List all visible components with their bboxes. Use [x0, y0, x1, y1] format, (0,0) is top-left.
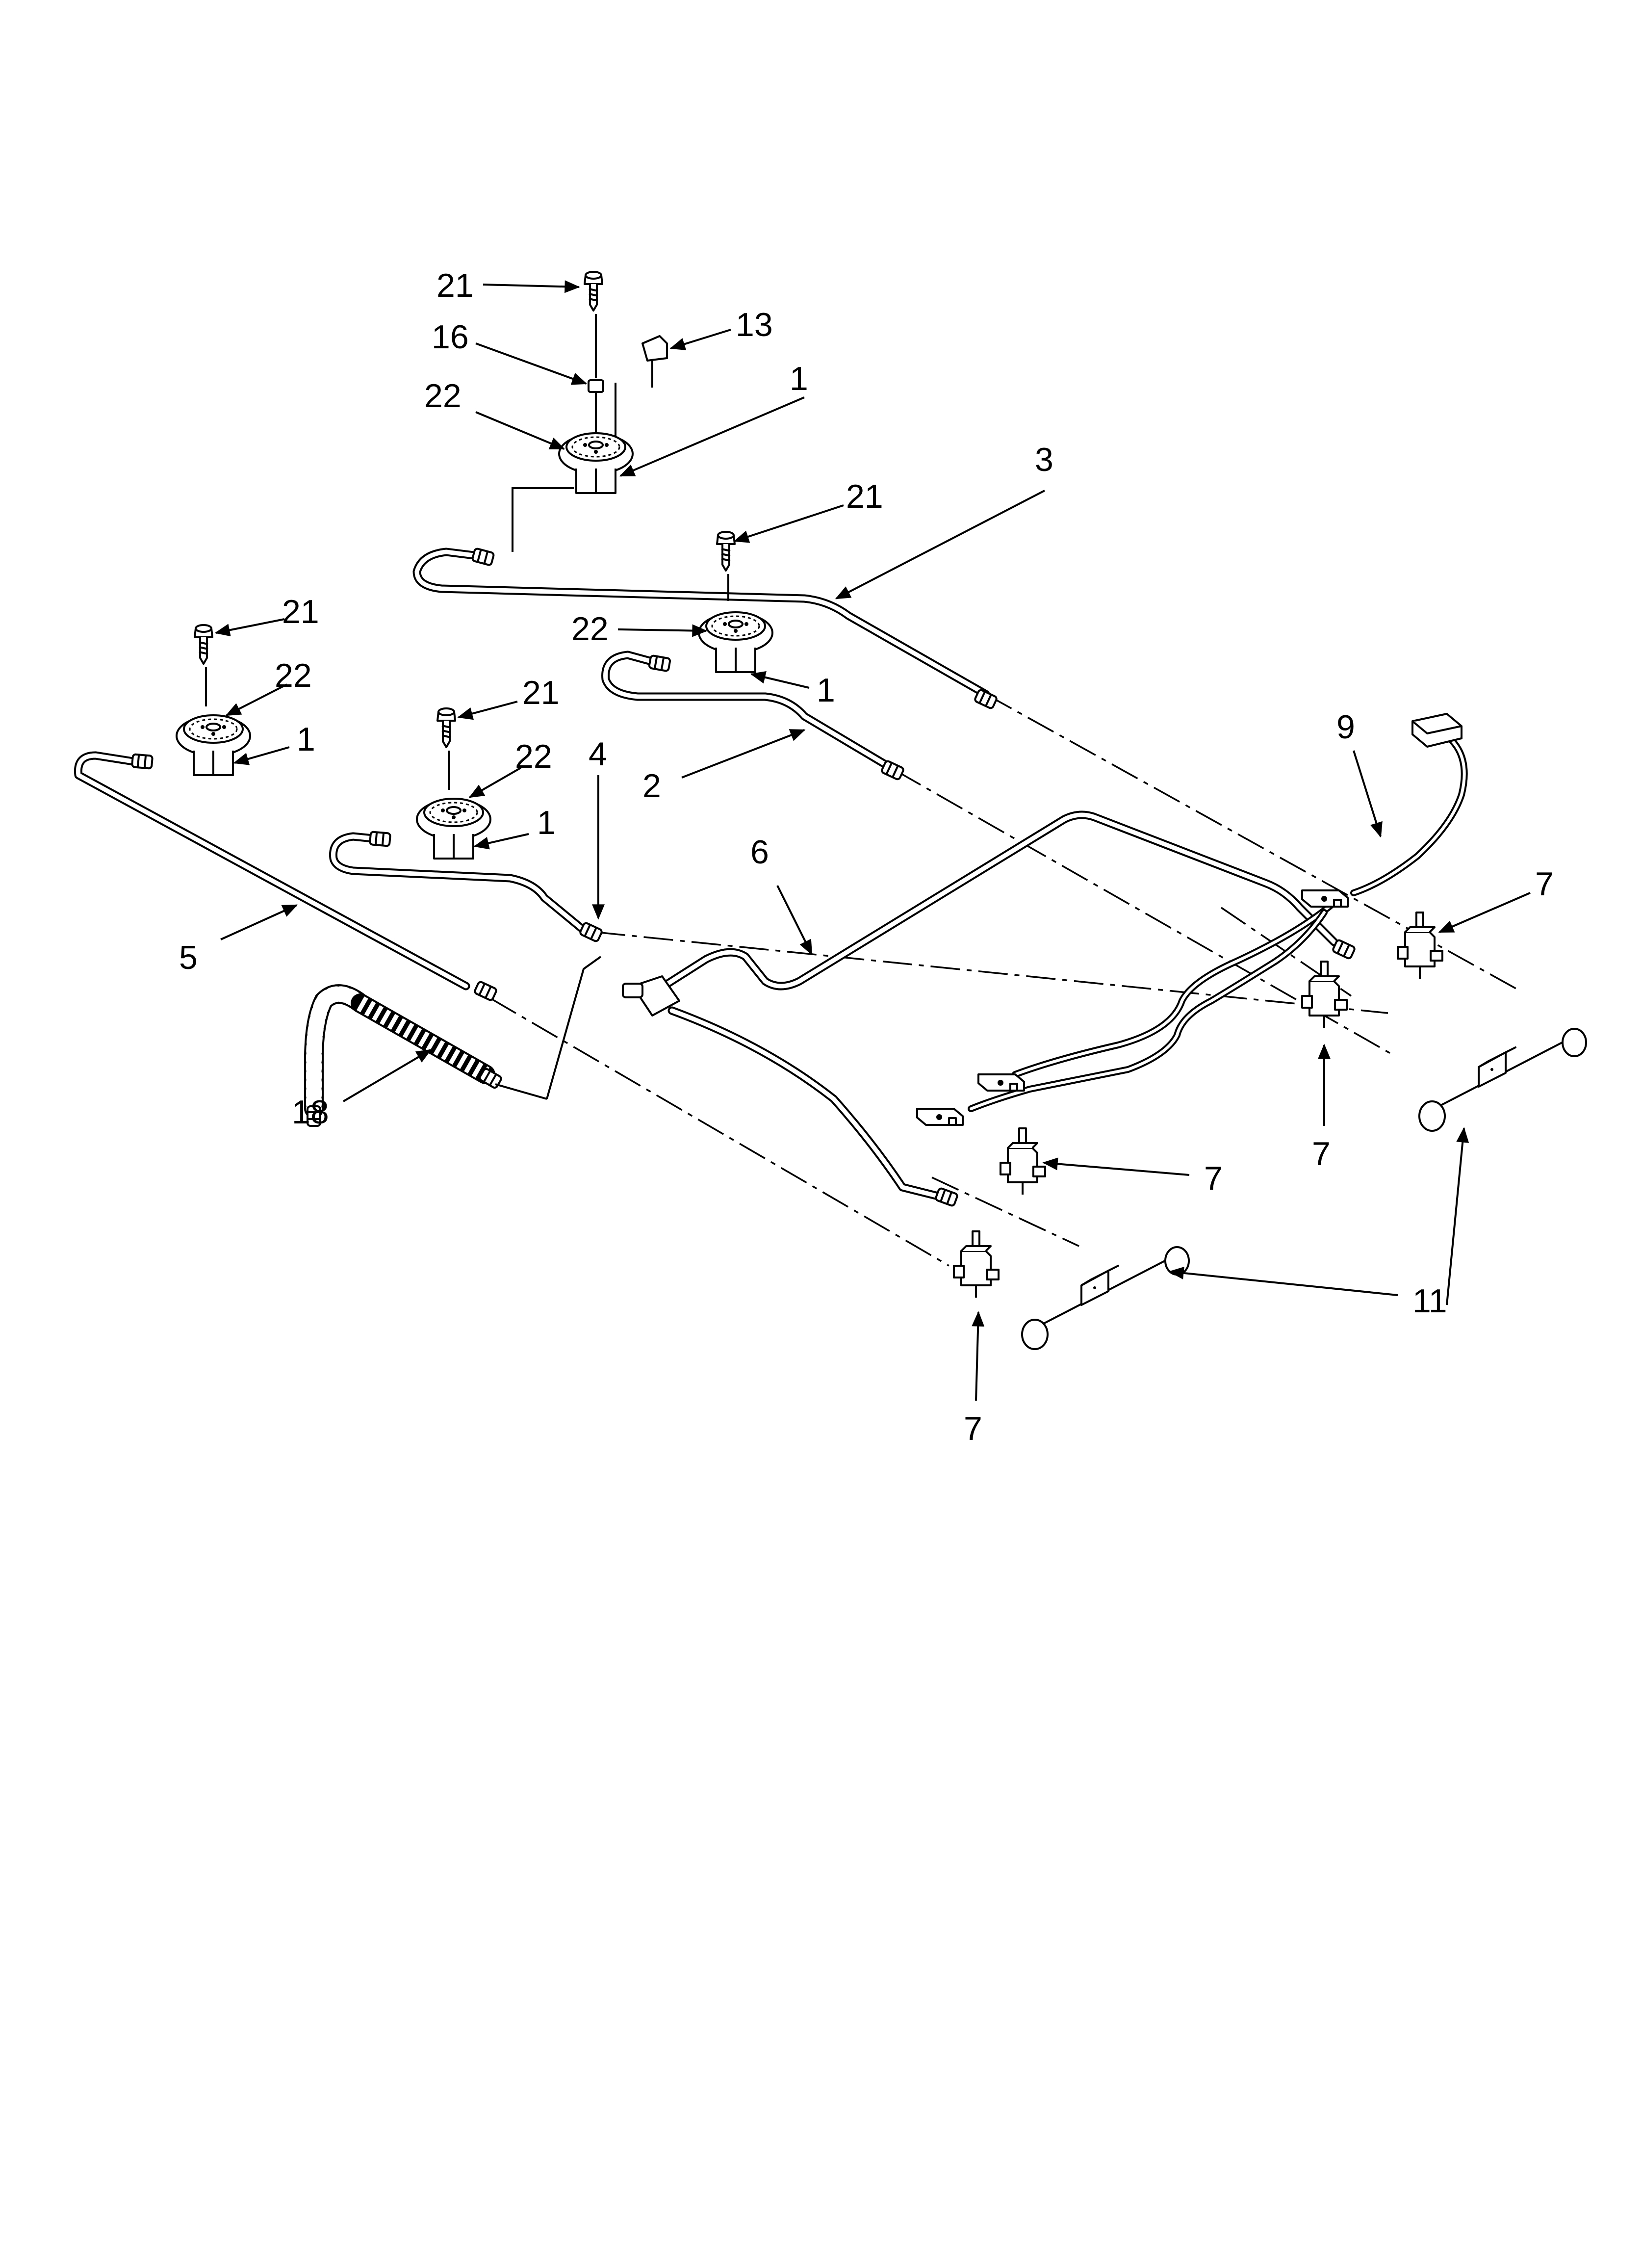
callout-3: 3	[1035, 441, 1053, 478]
callout-5: 5	[179, 939, 198, 976]
callout-21-top: 21	[436, 267, 474, 304]
callout-9: 9	[1336, 708, 1355, 746]
callout-21-front: 21	[522, 674, 560, 711]
igniter-electrode	[615, 335, 668, 437]
screws	[194, 271, 736, 790]
callout-22-top: 22	[424, 377, 462, 415]
callout-11: 11	[1412, 1282, 1447, 1320]
callout-22-middle: 22	[571, 610, 609, 648]
callout-1-top: 1	[790, 360, 808, 397]
callout-labels: 21 16 13 22 1 3 21 22 1 21 22 1 21 22 1 …	[179, 267, 1554, 1447]
callout-22-front: 22	[515, 738, 552, 775]
tubes	[74, 547, 1338, 1201]
callout-13: 13	[736, 306, 773, 343]
callout-1-middle: 1	[817, 672, 835, 709]
leader-arrows	[214, 280, 1531, 1401]
wires	[968, 713, 1468, 1112]
callout-1-front: 1	[537, 804, 556, 841]
flex-gas-hose	[304, 956, 602, 1127]
callout-6: 6	[750, 834, 769, 871]
callout-1-left: 1	[297, 721, 315, 758]
burner-valves	[176, 432, 773, 860]
callout-7-right: 7	[1535, 865, 1554, 903]
callout-7-center: 7	[1312, 1135, 1331, 1173]
callout-21-middle: 21	[846, 478, 883, 515]
callout-7-middle: 7	[1204, 1160, 1223, 1197]
callout-2: 2	[642, 767, 661, 805]
callout-22-left: 22	[275, 657, 312, 694]
callout-21-left: 21	[282, 593, 319, 630]
igniter-switches	[953, 912, 1443, 1299]
electrode-clips	[916, 889, 1349, 1126]
callout-18: 18	[292, 1094, 329, 1131]
callout-4: 4	[589, 735, 607, 773]
callout-7-bottom: 7	[964, 1410, 982, 1447]
callout-16: 16	[432, 318, 469, 356]
